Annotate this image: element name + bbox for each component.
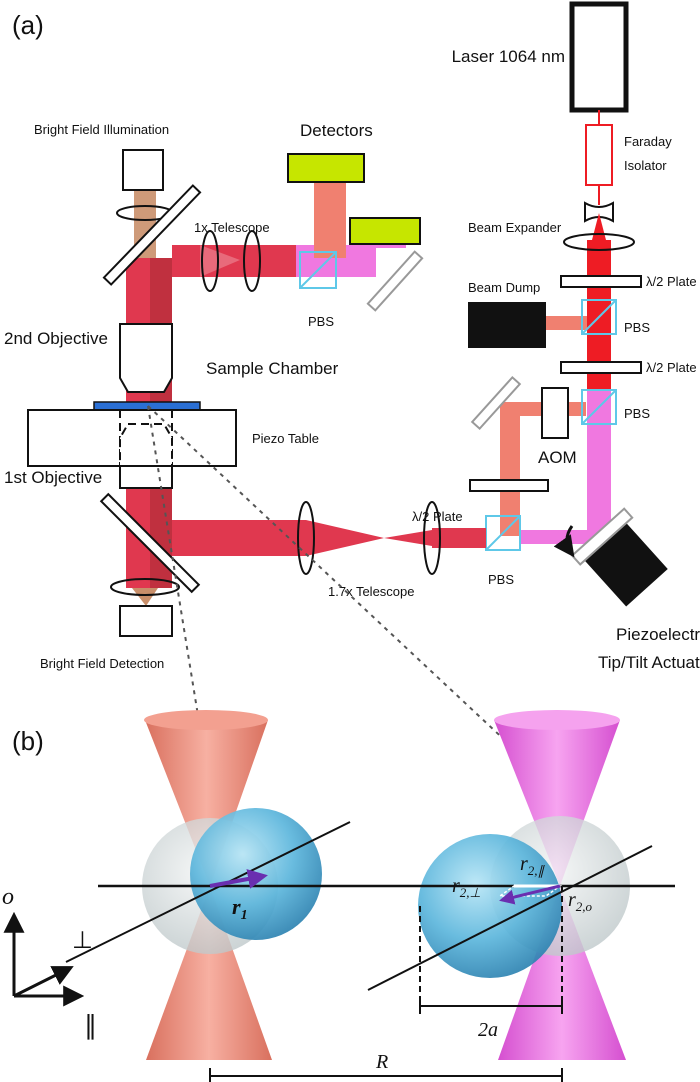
faraday-isolator-box — [585, 124, 613, 186]
pbs-cube-2-diagonal — [581, 389, 617, 425]
panel-a-label: (a) — [12, 10, 44, 40]
half-wave-plate-2 — [560, 361, 642, 374]
zoom-line-right — [147, 405, 559, 791]
piezo-tip-tilt-actuator — [570, 507, 668, 607]
piezo-table-label: Piezo Table — [252, 431, 319, 446]
trap-beam-segment — [432, 528, 486, 548]
axis-perp-label: ⊥ — [72, 927, 93, 954]
telescope-1x-label: 1x Telescope — [194, 220, 270, 235]
telescope-1x-lens-1 — [201, 230, 219, 292]
trap-1-lower-cone — [146, 886, 272, 1060]
laser-box — [569, 1, 629, 113]
pbs-cube-3-diagonal — [485, 515, 521, 551]
perp-axis-line-1 — [65, 821, 351, 963]
R-label: R — [375, 1051, 388, 1073]
faraday-label-1: Faraday — [624, 134, 672, 149]
bright-field-camera — [119, 605, 173, 637]
perp-axis-line-2 — [367, 845, 653, 991]
bead-2 — [418, 834, 562, 978]
r2-o-label: r2,o — [568, 889, 593, 914]
aom-mirror — [470, 375, 522, 431]
first-objective-label: 1st Objective — [4, 468, 102, 487]
detector-1 — [287, 153, 365, 183]
telescope-17x-label: 1.7x Telescope — [328, 584, 415, 599]
half-wave-plate-3 — [469, 479, 549, 492]
half-wave-plate-1-label: λ/2 Plate — [646, 274, 697, 289]
trap-1-upper-cone-rim — [144, 710, 268, 730]
tilt-arrow-icon — [553, 525, 575, 558]
detector-beam-salmon — [314, 178, 346, 258]
detector-beam-pink-2 — [346, 245, 376, 277]
sample-chamber-label: Sample Chamber — [206, 359, 339, 378]
r1-label: r1 — [232, 894, 248, 923]
trap-2-upper-cone-rim — [494, 710, 620, 730]
pbs-2-label: PBS — [624, 406, 650, 421]
beam-expander-convex-lens — [563, 233, 635, 251]
beam-expander-label: Beam Expander — [468, 220, 562, 235]
bright-field-detection-lens — [110, 578, 180, 596]
axis-perp-arrow — [13, 966, 74, 998]
aom-label: AOM — [538, 448, 577, 467]
trap-beam-focus-right — [384, 530, 432, 546]
r2-perp-label: r2,⊥ — [452, 875, 481, 900]
half-wave-plate-1 — [560, 275, 642, 288]
trap-2-upper-cone — [494, 720, 620, 886]
telescope-1x-beam — [200, 245, 240, 277]
first-objective — [119, 465, 173, 489]
laser-label: Laser 1064 nm — [452, 47, 565, 66]
detector-pbs-diagonal — [299, 251, 337, 289]
bright-field-illumination-label: Bright Field Illumination — [34, 122, 169, 137]
trap-beam-focus-left — [306, 520, 384, 556]
piezo-actuator-label-1: Piezoelectric — [616, 625, 700, 644]
detection-beam — [172, 245, 302, 277]
r2-parallel-label: r2,∥ — [520, 853, 546, 878]
sample-chamber — [93, 401, 201, 411]
bright-field-detection-label: Bright Field Detection — [40, 656, 164, 671]
pbs-cube-2 — [581, 389, 617, 425]
r1-vector — [209, 869, 268, 889]
detector-mirror — [366, 250, 424, 312]
aom-beam-vertical — [500, 402, 520, 536]
beam-dump-label: Beam Dump — [468, 280, 540, 295]
telescope-17x-lens-2 — [423, 501, 441, 575]
detector-2 — [349, 217, 421, 245]
aom-box — [541, 387, 569, 439]
r2-vector — [499, 884, 561, 905]
detector-pbs-label: PBS — [308, 314, 334, 329]
trap-1-upper-cone — [145, 720, 268, 886]
bead-1 — [190, 808, 322, 940]
two-a-label: 2a — [478, 1019, 498, 1041]
axis-par-label: ∥ — [84, 1010, 97, 1040]
pbs-cube-1-diagonal — [581, 299, 617, 335]
trap-beam-to-objective — [160, 520, 306, 556]
pbs-3-label: PBS — [488, 572, 514, 587]
axis-o-label: o — [2, 884, 14, 910]
piezo-actuator-label-2: Tip/Tilt Actuator — [598, 653, 700, 672]
beam-expander-concave-lens — [584, 201, 614, 223]
trap-2-lower-cone — [498, 886, 626, 1060]
panel-b-label: (b) — [12, 726, 44, 756]
pink-beam-vertical — [587, 390, 611, 538]
second-objective-label: 2nd Objective — [4, 329, 108, 348]
telescope-1x-lens-2 — [243, 230, 261, 292]
pbs-1-label: PBS — [624, 320, 650, 335]
pbs-cube-1 — [581, 299, 617, 335]
beam-dump-beam — [545, 316, 587, 330]
half-wave-plate-2-label: λ/2 Plate — [646, 360, 697, 375]
telescope-17x-lens-1 — [297, 501, 315, 575]
faraday-label-2: Isolator — [624, 158, 667, 173]
second-objective — [119, 323, 173, 393]
beam-dump — [468, 302, 546, 348]
upper-dichroic-mirror — [102, 184, 202, 286]
detectors-label: Detectors — [300, 121, 373, 140]
detector-pbs-cube — [299, 251, 337, 289]
bright-field-lamp — [122, 149, 164, 191]
bright-field-tip — [132, 588, 158, 606]
